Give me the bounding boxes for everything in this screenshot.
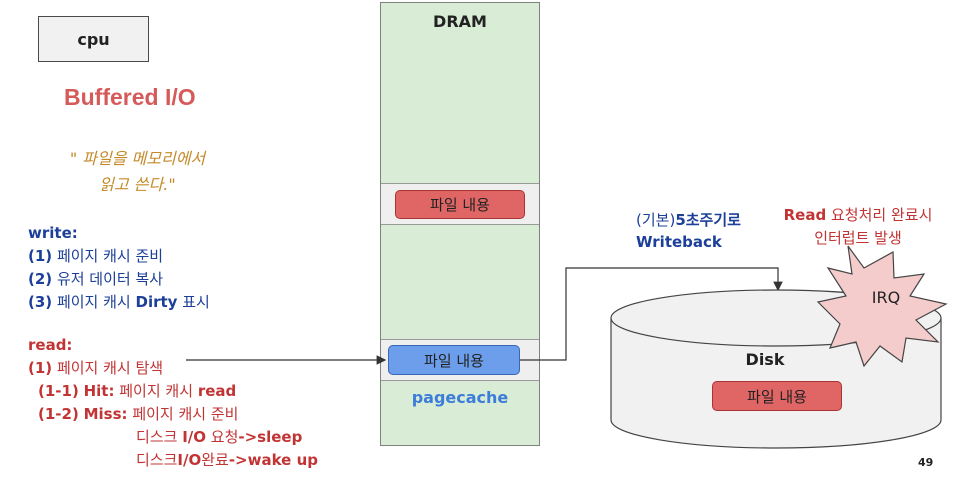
page-number: 49 bbox=[918, 456, 934, 469]
read-step-miss: (1-2) Miss: 페이지 캐시 준비 bbox=[38, 405, 239, 423]
read-step-1: (1) 페이지 캐시 탐색 bbox=[28, 359, 164, 377]
irq-label: IRQ bbox=[871, 288, 901, 307]
read-complete-line-1: Read 요청처리 완료시 bbox=[783, 206, 933, 224]
write-heading: write: bbox=[28, 224, 78, 242]
dram-label: DRAM bbox=[433, 12, 487, 31]
quote-line-2: 읽고 쓴다." bbox=[99, 175, 176, 194]
read-step-hit: (1-1) Hit: 페이지 캐시 read bbox=[38, 382, 237, 400]
read-complete-line-2: 인터럽트 발생 bbox=[814, 229, 902, 247]
disk-file-chip: 파일 내용 bbox=[712, 381, 842, 411]
cpu-box: cpu bbox=[38, 16, 149, 62]
write-item-3: (3) 페이지 캐시 Dirty 표시 bbox=[28, 293, 210, 311]
quote-text: " 파일을 메모리에서 읽고 쓴다." bbox=[20, 146, 255, 198]
writeback-arrow bbox=[520, 267, 783, 361]
pagecache-file-chip: 파일 내용 bbox=[388, 345, 520, 375]
read-heading: read: bbox=[28, 336, 73, 354]
read-step-wakeup: 디스크I/O완료->wake up bbox=[136, 451, 318, 469]
read-complete-label: Read 요청처리 완료시 인터럽트 발생 bbox=[758, 204, 958, 250]
dram-file-chip-top: 파일 내용 bbox=[395, 190, 525, 219]
pagecache-file-chip-label: 파일 내용 bbox=[424, 351, 484, 370]
write-item-2: (2) 유저 데이터 복사 bbox=[28, 270, 164, 288]
irq-burst-icon bbox=[816, 245, 948, 368]
write-item-1: (1) 페이지 캐시 준비 bbox=[28, 247, 164, 265]
read-block: read: (1) 페이지 캐시 탐색 (1-1) Hit: 페이지 캐시 re… bbox=[28, 334, 318, 472]
pagecache-label: pagecache bbox=[411, 388, 509, 407]
cpu-label: cpu bbox=[77, 29, 110, 49]
dram-file-chip-top-label: 파일 내용 bbox=[430, 196, 490, 214]
writeback-line-2: Writeback bbox=[636, 233, 722, 251]
quote-line-1: " 파일을 메모리에서 bbox=[69, 149, 206, 168]
read-step-sleep: 디스크 I/O 요청->sleep bbox=[136, 428, 303, 446]
write-block: write: (1) 페이지 캐시 준비 (2) 유저 데이터 복사 (3) 페… bbox=[28, 222, 210, 314]
writeback-line-1: (기본)5초주기로 bbox=[636, 211, 741, 229]
disk-label: Disk bbox=[745, 350, 785, 369]
disk-file-chip-label: 파일 내용 bbox=[747, 387, 807, 406]
writeback-label: (기본)5초주기로 Writeback bbox=[636, 209, 741, 253]
diagram-title: Buffered I/O bbox=[64, 84, 196, 110]
